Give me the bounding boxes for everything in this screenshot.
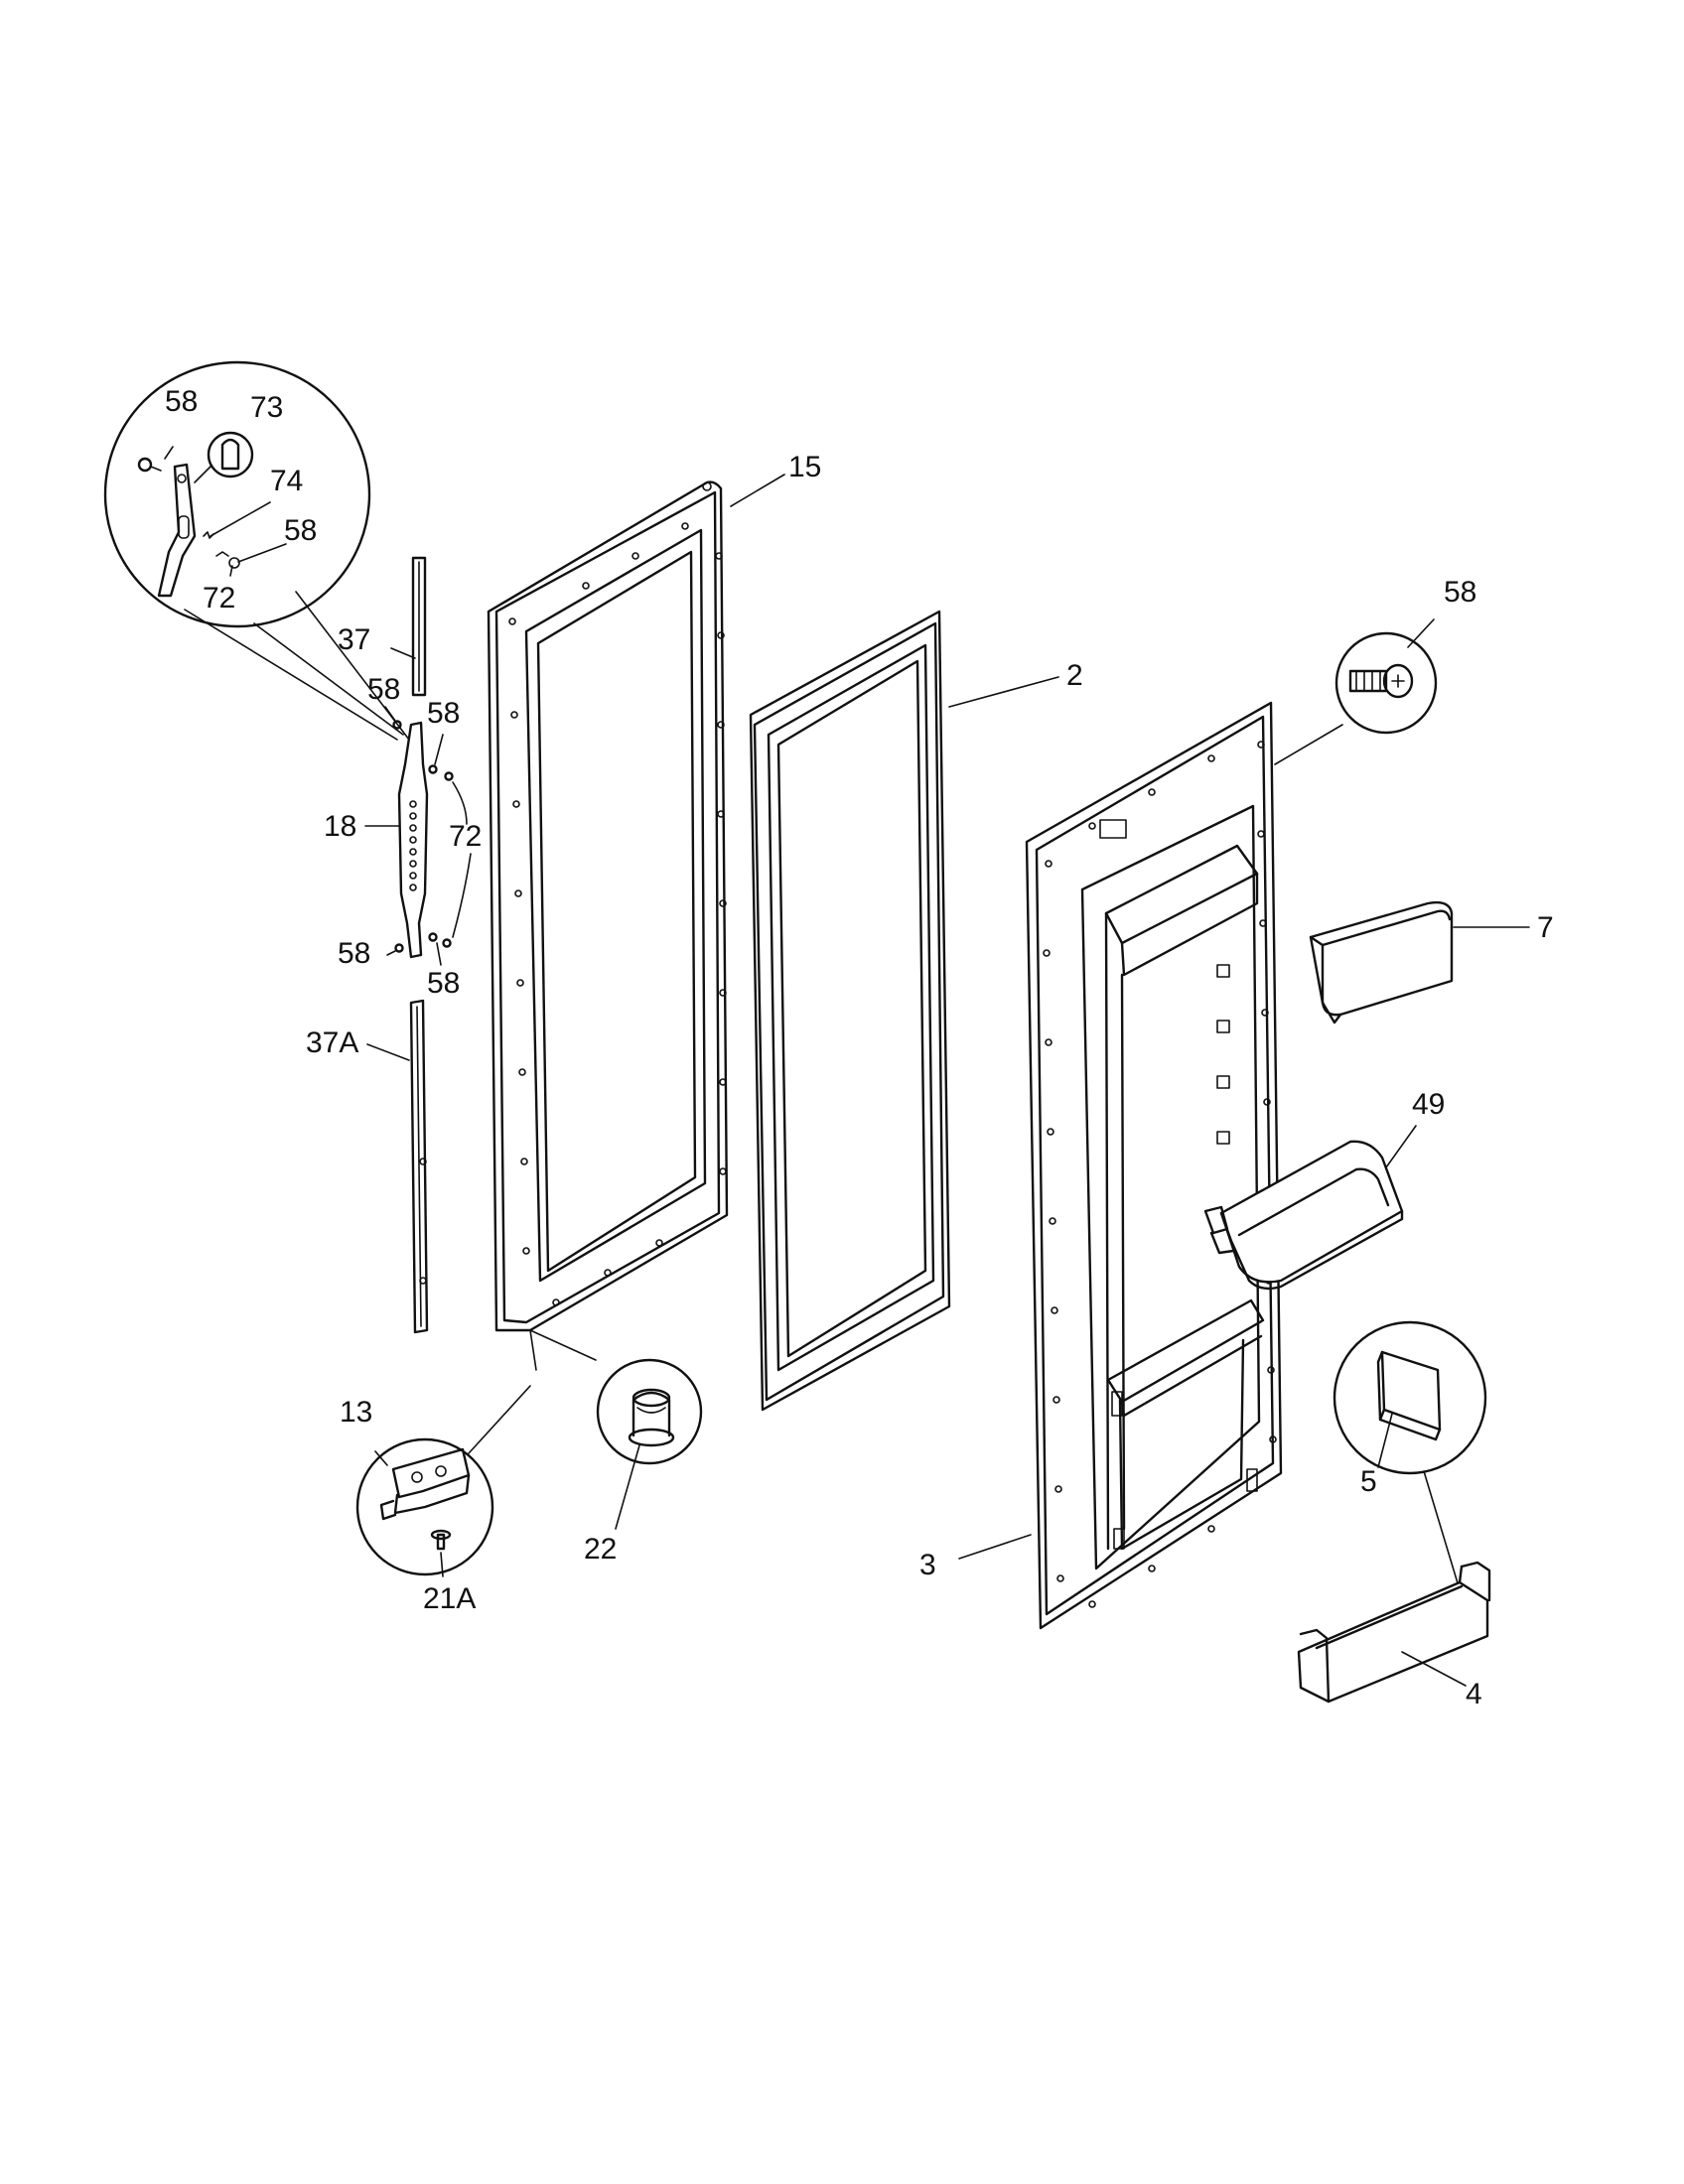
label-21a: 21A — [423, 1582, 476, 1615]
inner-door-liner-3 — [958, 701, 1343, 1630]
label-58: 58 — [427, 967, 460, 1000]
screw-icon — [430, 1529, 452, 1551]
door-panel-15 — [487, 474, 785, 1371]
label-5: 5 — [1360, 1465, 1377, 1498]
label-22: 22 — [584, 1533, 617, 1566]
label-49: 49 — [1412, 1088, 1445, 1121]
handle-trim-37a — [366, 999, 429, 1334]
hinge-detail-circle — [103, 360, 410, 741]
dispenser-cover-7 — [1309, 900, 1530, 1024]
label-37: 37 — [338, 623, 370, 656]
door-bin-49 — [1203, 1125, 1417, 1291]
label-15: 15 — [788, 451, 821, 483]
screw-icon — [1348, 663, 1414, 699]
label-74: 74 — [270, 465, 303, 497]
clip-detail-circle-5 — [1333, 1320, 1487, 1597]
label-58: 58 — [367, 673, 400, 706]
label-37a: 37A — [306, 1026, 358, 1059]
hinge-detail-circle-13 — [355, 1385, 531, 1577]
label-7: 7 — [1537, 911, 1554, 944]
clip-icon — [207, 431, 254, 478]
label-58: 58 — [165, 385, 198, 418]
label-4: 4 — [1466, 1678, 1482, 1710]
handle-trim-37 — [390, 556, 427, 697]
label-73: 73 — [250, 391, 283, 424]
label-72: 72 — [203, 582, 235, 614]
label-58: 58 — [284, 514, 317, 547]
label-72: 72 — [449, 820, 482, 853]
label-13: 13 — [340, 1396, 372, 1429]
label-18: 18 — [324, 810, 356, 843]
label-58: 58 — [338, 937, 370, 970]
label-58: 58 — [1444, 576, 1476, 609]
screw-detail-circle — [1334, 618, 1438, 735]
label-3: 3 — [919, 1549, 936, 1581]
label-58: 58 — [427, 697, 460, 730]
door-gasket-2 — [749, 610, 1059, 1412]
handle-18 — [364, 706, 472, 966]
bushing-detail-circle-22 — [596, 1358, 703, 1530]
door-rail-4 — [1297, 1561, 1491, 1704]
label-2: 2 — [1066, 659, 1083, 692]
screw-icon — [137, 457, 162, 473]
